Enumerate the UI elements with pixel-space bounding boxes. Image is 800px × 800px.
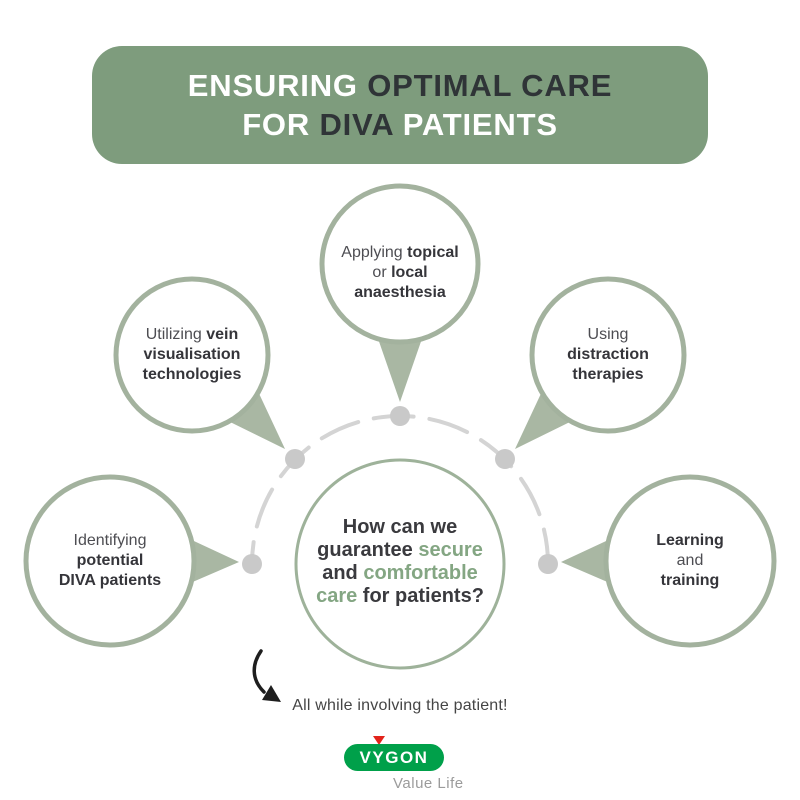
center-circle <box>294 458 506 670</box>
text-segment: anaesthesia <box>354 284 446 301</box>
logo-wordmark: VYGON <box>344 744 444 771</box>
curved-arrow-shaft <box>252 649 266 694</box>
text-segment: care <box>316 585 358 607</box>
vygon-logo: VYGON Value Life <box>344 736 464 792</box>
text-segment: technologies <box>142 366 242 383</box>
connector-dot <box>390 406 410 426</box>
bubble-line: Applying topical <box>300 243 500 263</box>
text-segment: DIVA patients <box>58 572 162 589</box>
center-line: and comfortable <box>288 562 512 585</box>
bubble-lower-left-circle <box>23 474 197 648</box>
center-line: guarantee secure <box>288 539 512 562</box>
text-segment: guarantee <box>317 539 413 561</box>
bubble-line: Utilizing vein <box>92 325 292 345</box>
bubble-line: therapies <box>508 365 708 385</box>
text-segment: topical <box>407 244 459 261</box>
title-line-2: FOR DIVA PATIENTS <box>242 105 558 144</box>
text-segment: visualisation <box>143 346 241 363</box>
text-segment: vein <box>206 326 239 343</box>
footer-note: All while involving the patient! <box>292 697 508 714</box>
connector-dot <box>495 449 515 469</box>
title-seg-diva: DIVA <box>319 107 394 142</box>
center-question-text: How can we guarantee secure and comforta… <box>288 516 512 608</box>
bubble-line: visualisation <box>92 345 292 365</box>
center-line: How can we <box>288 516 512 539</box>
text-segment: Utilizing <box>145 326 202 343</box>
center-line: care for patients? <box>288 585 512 608</box>
text-segment: Identifying <box>73 532 147 549</box>
bubble-line: Identifying <box>10 531 210 551</box>
bubble-line: and <box>590 551 790 571</box>
bubble-upper-left-circle <box>113 276 271 434</box>
text-segment: comfortable <box>363 562 478 584</box>
text-segment: local <box>391 264 428 281</box>
text-segment: or <box>372 264 387 281</box>
bubble-line: anaesthesia <box>300 283 500 303</box>
bubble-line: Using <box>508 325 708 345</box>
bubble-line: technologies <box>92 365 292 385</box>
text-segment: Applying <box>341 244 403 261</box>
bubble-upper-left-text: Utilizing vein visualisation technologie… <box>92 325 292 385</box>
bubble-line: training <box>590 571 790 591</box>
bubble-line: distraction <box>508 345 708 365</box>
title-line-1: ENSURING OPTIMAL CARE <box>188 66 612 105</box>
bubble-lower-left-text: Identifying potential DIVA patients <box>10 531 210 591</box>
text-segment: for patients? <box>362 585 484 607</box>
title-banner: ENSURING OPTIMAL CARE FOR DIVA PATIENTS <box>92 46 708 164</box>
tail-upper-left-bubble <box>222 385 285 449</box>
bubble-line: DIVA patients <box>10 571 210 591</box>
text-segment: secure <box>418 539 483 561</box>
text-segment: potential <box>76 552 144 569</box>
title-seg-for: FOR <box>242 107 311 142</box>
title-seg-patients: PATIENTS <box>402 107 558 142</box>
text-segment: training <box>660 572 720 589</box>
tail-upper-right-bubble <box>515 385 578 449</box>
bubble-upper-right-text: Using distraction therapies <box>508 325 708 385</box>
bubble-line: or local <box>300 263 500 283</box>
bubble-line: Learning <box>590 531 790 551</box>
tail-top-bubble <box>375 330 425 402</box>
curved-arrow-icon <box>252 649 281 702</box>
bubble-upper-right-circle <box>529 276 687 434</box>
title-seg-ensuring: ENSURING <box>187 68 358 103</box>
text-segment: therapies <box>572 366 644 383</box>
text-segment: and <box>676 552 704 569</box>
connector-dot <box>242 554 262 574</box>
curved-arrow-head <box>262 685 281 702</box>
text-segment: How can we <box>342 516 458 538</box>
text-segment: distraction <box>567 346 649 363</box>
text-segment: Using <box>587 326 629 343</box>
bubble-lower-right-text: Learning and training <box>590 531 790 591</box>
bubble-top-text: Applying topical or local anaesthesia <box>300 243 500 303</box>
text-segment: and <box>322 562 358 584</box>
logo-tagline: Value Life <box>393 775 464 792</box>
bubble-top-circle <box>319 183 481 345</box>
title-seg-optimal-care: OPTIMAL CARE <box>367 68 613 103</box>
logo-triangle-icon <box>373 736 385 745</box>
bubble-lower-right-circle <box>603 474 777 648</box>
connector-dot <box>538 554 558 574</box>
text-segment: Learning <box>656 532 724 549</box>
bubble-line: potential <box>10 551 210 571</box>
connector-dot <box>285 449 305 469</box>
